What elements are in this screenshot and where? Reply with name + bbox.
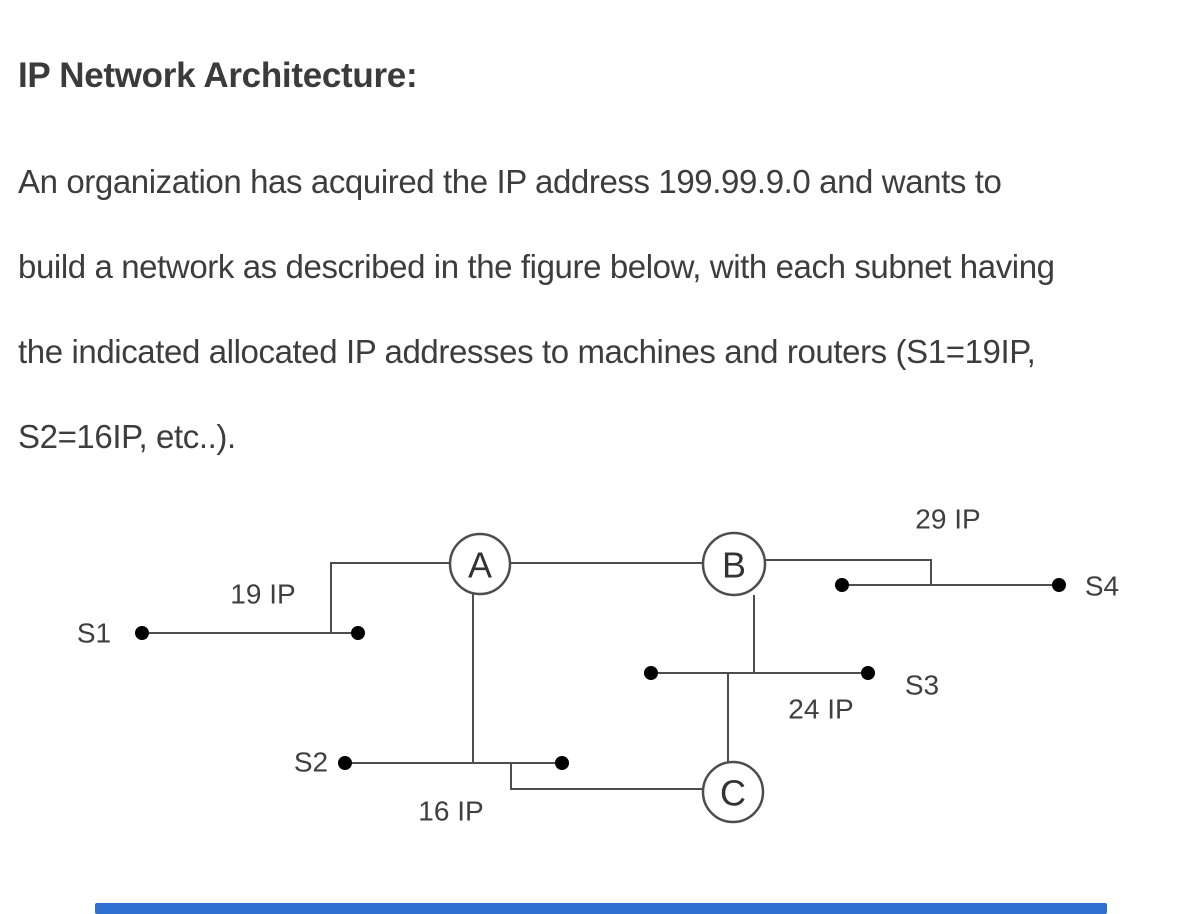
- endpoint-dot: [555, 756, 569, 770]
- s2-to-router-c: [510, 763, 703, 790]
- diagram-label: S1: [77, 618, 111, 649]
- router-node-c: [701, 760, 765, 824]
- endpoint-dot: [338, 756, 352, 770]
- endpoint-dot: [861, 666, 875, 680]
- router-b-to-s4: [765, 559, 932, 585]
- page-title: IP Network Architecture:: [18, 56, 418, 95]
- diagram-label: S2: [294, 747, 328, 778]
- router-node-a: [448, 532, 512, 596]
- diagram-label: S3: [905, 670, 939, 701]
- paragraph-line: An organization has acquired the IP addr…: [18, 163, 1002, 200]
- endpoint-dot: [351, 626, 365, 640]
- endpoint-dot: [135, 626, 149, 640]
- diagram-label: 24 IP: [788, 694, 853, 725]
- diagram-label: 19 IP: [230, 579, 295, 610]
- paragraph-line: S2=16IP, etc..).: [18, 418, 236, 455]
- router-node-label: A: [468, 545, 492, 586]
- horizontal-scrollbar-thumb[interactable]: [95, 903, 1107, 914]
- diagram-label: 29 IP: [915, 504, 980, 535]
- s1-to-router-a: [330, 562, 450, 633]
- router-node-label: C: [720, 773, 746, 814]
- diagram-label: S4: [1085, 571, 1119, 602]
- paragraph-line: build a network as described in the figu…: [18, 248, 1055, 285]
- diagram-label: 16 IP: [418, 796, 483, 827]
- router-node-b: [701, 531, 767, 597]
- endpoint-dot: [644, 666, 658, 680]
- paragraph-line: the indicated allocated IP addresses to …: [18, 333, 1036, 370]
- endpoint-dot: [1052, 578, 1066, 592]
- router-node-label: B: [722, 545, 746, 586]
- endpoint-dot: [835, 578, 849, 592]
